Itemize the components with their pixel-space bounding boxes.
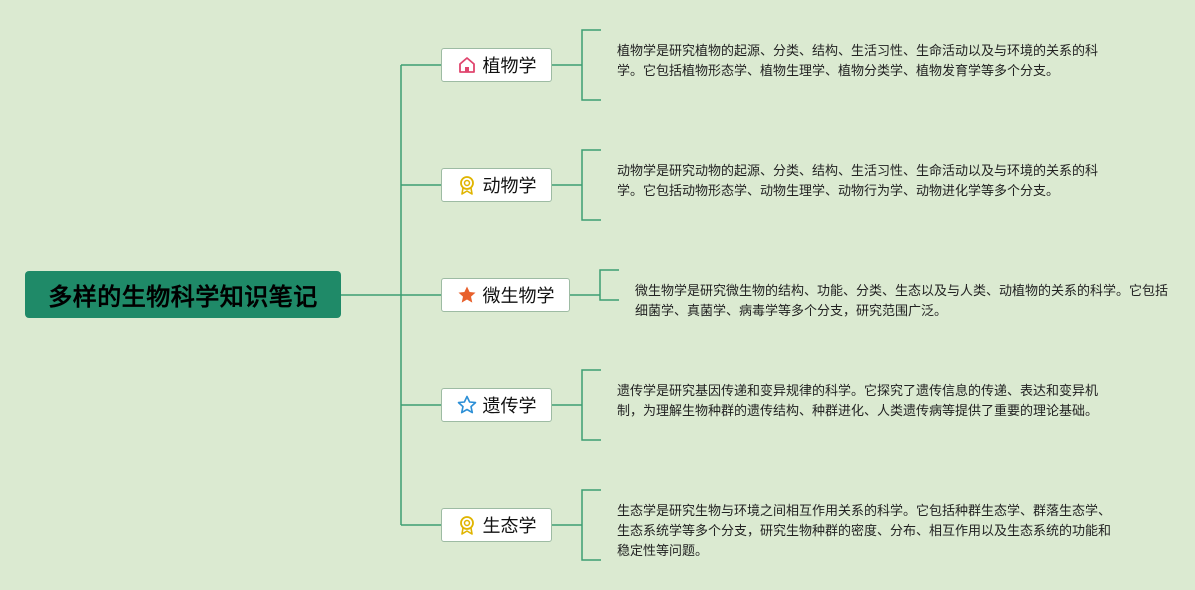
award-ribbon-icon xyxy=(457,175,477,195)
house-icon xyxy=(457,55,477,75)
award-ribbon-icon xyxy=(457,515,477,535)
root-title: 多样的生物科学知识笔记 xyxy=(48,283,318,311)
filled-star-icon xyxy=(457,285,477,305)
topic-ecology[interactable]: 生态学 xyxy=(441,508,552,542)
bracket-4 xyxy=(581,369,601,441)
outline-star-icon xyxy=(457,395,477,415)
topic-description: 生态学是研究生物与环境之间相互作用关系的科学。它包括种群生态学、群落生态学、生态… xyxy=(617,504,1112,559)
topic-description: 动物学是研究动物的起源、分类、结构、生活习性、生命活动以及与环境的关系的科学。它… xyxy=(617,164,1099,199)
bracket-3 xyxy=(599,269,619,301)
topic-description: 植物学是研究植物的起源、分类、结构、生活习性、生命活动以及与环境的关系的科学。它… xyxy=(617,44,1099,79)
topic-label: 遗传学 xyxy=(482,396,537,417)
topic-botany[interactable]: 植物学 xyxy=(441,48,552,82)
topic-label: 动物学 xyxy=(482,176,537,197)
topic-description: 遗传学是研究基因传递和变异规律的科学。它探究了遗传信息的传递、表达和变异机制，为… xyxy=(617,384,1099,419)
bracket-1 xyxy=(581,29,601,101)
topic-zoology[interactable]: 动物学 xyxy=(441,168,552,202)
topic-label: 生态学 xyxy=(482,516,537,537)
topic-microbiology[interactable]: 微生物学 xyxy=(441,278,570,312)
topic-genetics[interactable]: 遗传学 xyxy=(441,388,552,422)
topic-label: 微生物学 xyxy=(482,286,555,307)
root-topic[interactable]: 多样的生物科学知识笔记 xyxy=(25,271,341,318)
topic-label: 植物学 xyxy=(482,56,537,77)
bracket-2 xyxy=(581,149,601,221)
topic-description: 微生物学是研究微生物的结构、功能、分类、生态以及与人类、动植物的关系的科学。它包… xyxy=(635,284,1169,319)
bracket-5 xyxy=(581,489,601,561)
